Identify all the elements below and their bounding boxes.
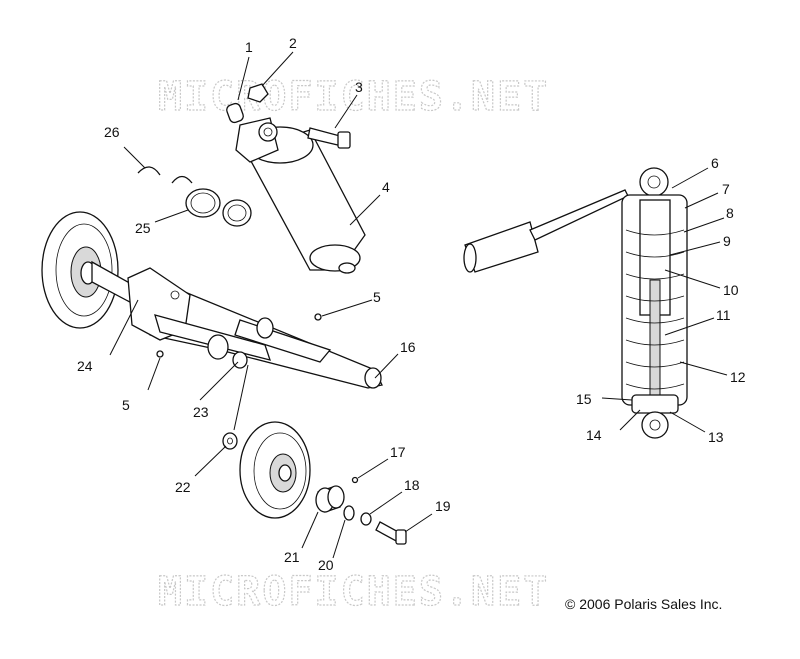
callout-18: 18 (404, 477, 420, 493)
callout-2: 2 (289, 35, 297, 51)
callout-16: 16 (400, 339, 416, 355)
callout-8: 8 (726, 205, 734, 221)
copyright-notice: © 2006 Polaris Sales Inc. (565, 596, 722, 612)
callout-6: 6 (711, 155, 719, 171)
callout-3: 3 (355, 79, 363, 95)
callout-7: 7 (722, 181, 730, 197)
callout-4: 4 (382, 179, 390, 195)
callout-19: 19 (435, 498, 451, 514)
callout-25: 25 (135, 220, 151, 236)
callout-labels: 1 2 3 4 5 6 7 8 9 10 11 12 13 14 15 16 1… (77, 35, 746, 573)
callout-26: 26 (104, 124, 120, 140)
shock-absorber-left (235, 117, 366, 274)
callout-22: 22 (175, 479, 191, 495)
small-idler-wheel (239, 421, 311, 519)
callout-23: 23 (193, 404, 209, 420)
callout-9: 9 (723, 233, 731, 249)
watermark-top: MICROFICHES.NET (158, 74, 549, 120)
callout-15: 15 (576, 391, 592, 407)
callout-1: 1 (245, 39, 253, 55)
shock-absorber-cutaway (463, 167, 688, 439)
callout-12: 12 (730, 369, 746, 385)
leader-lines (109, 51, 728, 559)
callout-17: 17 (390, 444, 406, 460)
callout-24: 24 (77, 358, 93, 374)
callout-5b: 5 (122, 397, 130, 413)
callout-20: 20 (318, 557, 334, 573)
callout-21: 21 (284, 549, 300, 565)
callout-13: 13 (708, 429, 724, 445)
callout-10: 10 (723, 282, 739, 298)
rear-suspension-assembly (41, 83, 407, 545)
callout-14: 14 (586, 427, 602, 443)
large-idler-wheel (41, 211, 119, 329)
watermark-bottom: MICROFICHES.NET (158, 569, 549, 615)
callout-11: 11 (716, 307, 731, 323)
callout-5a: 5 (373, 289, 381, 305)
